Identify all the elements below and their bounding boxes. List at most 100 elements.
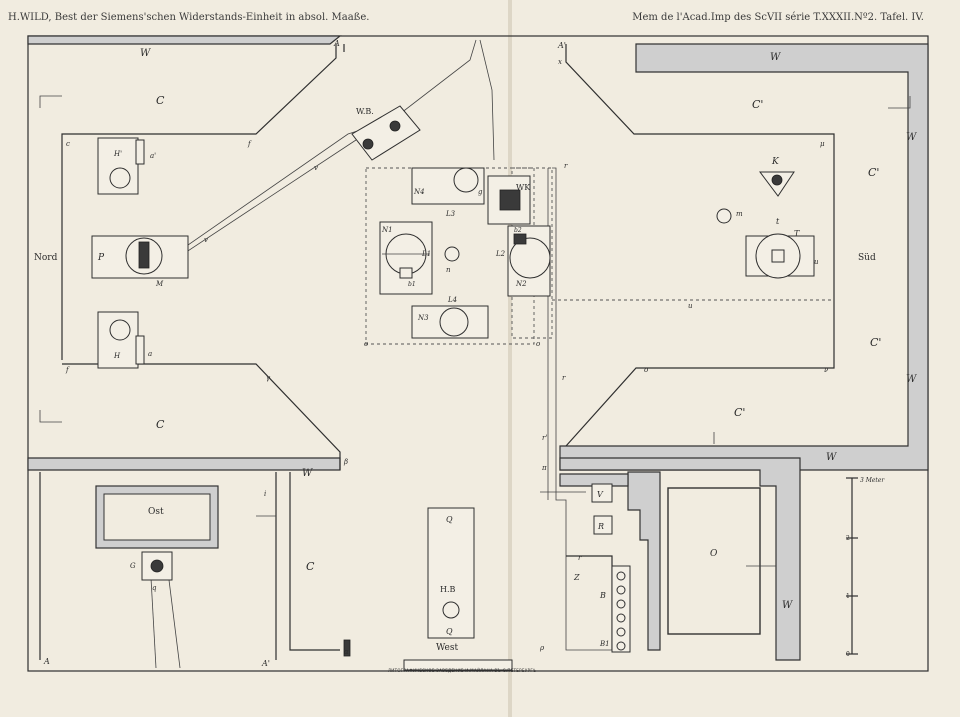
instrument-Hp	[97, 137, 145, 195]
label-g: g	[478, 188, 483, 196]
label-Cp3: C'	[870, 336, 881, 349]
label-Cp4: C'	[734, 406, 745, 419]
label-B: B	[599, 591, 606, 600]
room-label-nord: Nord	[34, 253, 58, 263]
room-nord-outline-top	[61, 44, 337, 360]
label-L2: L2	[495, 250, 506, 258]
label-Q1: Q	[446, 515, 453, 524]
instrument-G	[141, 551, 173, 581]
label-L1: L1	[421, 250, 431, 258]
arrows	[39, 95, 911, 567]
room-label-O: O	[710, 549, 718, 559]
instrument-K	[759, 171, 795, 197]
printer-imprint: ЛИТОГРАФИЧЕСКОЕ ЗАВЕДЕНИЕ И.МАЙЛАНА ВЪ С…	[388, 668, 537, 673]
wall-lower-right	[559, 457, 801, 661]
label-m: m	[736, 210, 743, 218]
label-pi: π	[541, 464, 547, 472]
label-r1: r	[564, 162, 568, 170]
page-fold	[508, 0, 512, 717]
dotted-area-right	[511, 167, 553, 339]
label-G: G	[130, 562, 136, 570]
label-gamma: γ	[266, 374, 271, 382]
label-W4: W	[906, 374, 917, 385]
header-left: H.WILD, Best der Siemens'schen Widerstan…	[8, 12, 370, 23]
label-i: i	[264, 490, 266, 498]
instrument-T	[745, 233, 815, 279]
instrument-N1	[379, 221, 433, 295]
label-W3: W	[906, 132, 917, 143]
room-nord-outline-bottom	[62, 363, 341, 470]
label-C3: C	[306, 560, 315, 573]
label-v2: v	[314, 164, 318, 172]
label-o1: o	[364, 340, 368, 348]
label-ap: a'	[150, 152, 156, 160]
label-t: t	[776, 217, 780, 226]
instrument-WB	[351, 105, 421, 161]
label-K: K	[771, 157, 780, 167]
instrument-N3	[411, 305, 489, 339]
label-C1: C	[156, 94, 165, 107]
label-Z: Z	[573, 573, 580, 582]
header-right: Mem de l'Acad.Imp des ScVII série T.XXXI…	[632, 12, 924, 23]
label-L4: L4	[447, 296, 457, 304]
label-a: a	[148, 350, 152, 358]
label-A-bottom: A	[43, 657, 50, 666]
scale-tick-1: 1	[846, 593, 850, 600]
label-N3: N3	[417, 314, 429, 322]
label-alpha: α	[344, 648, 349, 656]
label-rp: r'	[542, 434, 547, 442]
scale-tick-2: 2	[846, 535, 850, 542]
window-west	[403, 659, 513, 671]
room-sued-outline	[565, 44, 835, 447]
room-label-ost: Ost	[148, 507, 164, 517]
label-M: M	[155, 280, 164, 288]
room-O	[667, 487, 761, 635]
label-beta: β	[343, 458, 348, 466]
label-Ap-top: A'	[557, 41, 566, 50]
label-W2: W	[770, 52, 781, 63]
instrument-WK	[487, 175, 531, 225]
label-W5: W	[826, 452, 837, 463]
cable-G2	[167, 571, 181, 669]
label-b2: b2	[514, 227, 522, 234]
label-q: q	[152, 584, 157, 592]
label-b1: b1	[408, 281, 416, 288]
label-N2: N2	[515, 280, 527, 288]
cable-top	[479, 39, 495, 161]
label-Q2: Q	[446, 627, 453, 636]
label-W1: W	[140, 48, 151, 59]
instrument-P	[91, 235, 189, 279]
instrument-m	[716, 208, 732, 224]
wall-room-o-left	[627, 471, 661, 651]
label-N1: N1	[381, 226, 393, 234]
scale-title: 3 Meter	[860, 477, 885, 484]
label-WB: W.B.	[356, 107, 374, 116]
label-R: R	[597, 522, 604, 531]
label-c: c	[66, 140, 70, 148]
label-V: V	[597, 490, 604, 499]
label-rho: ρ	[539, 644, 545, 652]
label-N4: N4	[413, 188, 425, 196]
cable-v2	[155, 139, 357, 273]
room-ost	[39, 472, 340, 660]
box-R	[593, 515, 613, 535]
instrument-b1	[399, 267, 413, 279]
wall-right	[559, 43, 929, 471]
room-Z-outline	[566, 555, 613, 650]
instrument-HB	[442, 601, 460, 619]
instrument-H	[97, 311, 145, 369]
label-L3: L3	[445, 210, 456, 218]
label-o3: o	[644, 366, 648, 374]
wall-top-left	[27, 35, 342, 45]
instrument-n	[444, 246, 460, 262]
label-B1: B1	[599, 640, 610, 648]
label-P: P	[97, 253, 105, 263]
label-n: n	[446, 266, 451, 274]
label-W6: W	[302, 468, 313, 479]
label-x: x	[558, 58, 562, 66]
label-u1: u	[814, 258, 819, 266]
label-H: H	[113, 352, 121, 360]
label-W7: W	[782, 600, 793, 611]
